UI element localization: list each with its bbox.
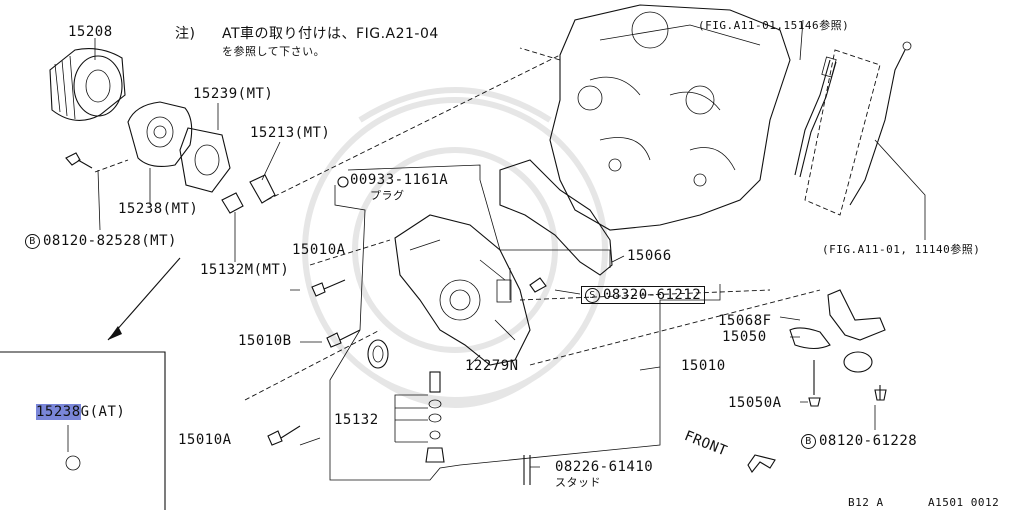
label-15010[interactable]: 15010 bbox=[681, 358, 726, 374]
relief-valve-parts bbox=[425, 371, 445, 463]
footer-model: B12 A bbox=[848, 496, 884, 509]
label-ref-15146[interactable]: (FIG.A11-01,15146参照) bbox=[698, 19, 850, 32]
oil-seal bbox=[367, 339, 389, 369]
group-frame bbox=[329, 164, 721, 481]
label-ref-11140[interactable]: (FIG.A11-01, 11140参照) bbox=[822, 243, 981, 256]
connector-part bbox=[221, 174, 276, 214]
label-15239[interactable]: 15239(MT) bbox=[193, 86, 274, 102]
label-15010a-top[interactable]: 15010A bbox=[292, 242, 346, 258]
inset-suffix: G(AT) bbox=[80, 404, 126, 420]
engine-block bbox=[549, 4, 791, 231]
label-15132[interactable]: 15132 bbox=[334, 412, 379, 428]
circle-s-icon: S bbox=[585, 288, 600, 303]
label-15066[interactable]: 15066 bbox=[627, 248, 672, 264]
label-stud: スタッド bbox=[555, 476, 601, 489]
label-08120-82528-text: 08120-82528(MT) bbox=[43, 233, 177, 249]
circle-b-icon: B bbox=[801, 434, 816, 449]
inset-arrow-line bbox=[107, 257, 181, 341]
inset-label[interactable]: 15238G(AT) bbox=[36, 404, 125, 420]
bolt-15010a-bottom bbox=[267, 425, 301, 446]
footer-page-code: A1501 0012 bbox=[928, 496, 1000, 509]
bolt-08320 bbox=[529, 277, 547, 293]
label-12279n[interactable]: 12279N bbox=[465, 358, 519, 374]
bolt-15010a-top bbox=[311, 279, 346, 297]
label-15238[interactable]: 15238(MT) bbox=[118, 201, 199, 217]
oil-strainer bbox=[789, 289, 887, 407]
front-arrow-icon bbox=[747, 454, 776, 473]
label-plug: プラグ bbox=[370, 189, 405, 202]
dipstick-guide bbox=[794, 56, 837, 178]
gasket bbox=[179, 127, 231, 193]
dipstick bbox=[804, 41, 912, 216]
label-08226-61410[interactable]: 08226-61410 bbox=[555, 459, 654, 475]
note-line-1: AT車の取り付けは、FIG.A21-04 bbox=[222, 26, 439, 42]
label-15050[interactable]: 15050 bbox=[722, 329, 767, 345]
inset-highlight: 15238 bbox=[36, 404, 81, 420]
label-15208[interactable]: 15208 bbox=[68, 24, 113, 40]
cover-gasket bbox=[499, 159, 613, 276]
inset-arrow-head bbox=[108, 326, 122, 340]
label-15010a-bottom[interactable]: 15010A bbox=[178, 432, 232, 448]
oil-filter bbox=[49, 48, 126, 121]
label-15050a[interactable]: 15050A bbox=[728, 395, 782, 411]
label-08120-61228-text: 08120-61228 bbox=[819, 433, 918, 449]
inset-frame bbox=[0, 351, 166, 510]
label-15068f[interactable]: 15068F bbox=[718, 313, 772, 329]
note-line-2: を参照して下さい。 bbox=[222, 45, 326, 58]
label-08320-61212-text: 08320-61212 bbox=[603, 287, 702, 303]
watermark-emblem bbox=[302, 87, 608, 408]
label-15213[interactable]: 15213(MT) bbox=[250, 125, 331, 141]
stud-part bbox=[523, 455, 531, 485]
label-15132m[interactable]: 15132M(MT) bbox=[200, 262, 290, 278]
label-00933-1161a[interactable]: 00933-1161A bbox=[350, 172, 449, 188]
note-marker: 注) bbox=[175, 26, 196, 42]
oil-pump-body bbox=[394, 214, 531, 366]
filter-bolt bbox=[65, 152, 93, 169]
plug-part bbox=[337, 176, 349, 188]
bolt-15010b bbox=[326, 329, 361, 348]
filter-bracket bbox=[127, 101, 193, 167]
label-15010b[interactable]: 15010B bbox=[238, 333, 292, 349]
circle-b-icon: B bbox=[25, 234, 40, 249]
